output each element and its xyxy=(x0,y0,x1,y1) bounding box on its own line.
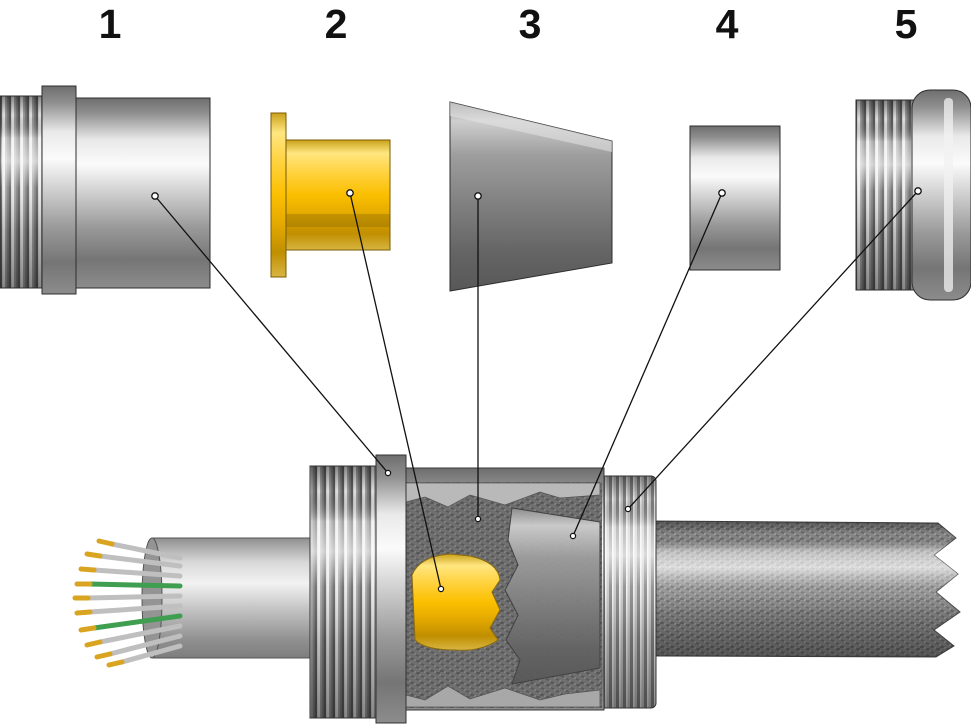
leader-line-5 xyxy=(627,190,919,510)
stripped-wires xyxy=(72,538,183,668)
part5-cap xyxy=(911,89,971,301)
leader-dot-part-1 xyxy=(151,192,159,200)
wire-contact xyxy=(96,538,115,547)
wire-contact xyxy=(74,609,93,616)
part1-thread-shade xyxy=(0,95,47,289)
wire xyxy=(107,633,183,657)
leader-target-2 xyxy=(437,585,445,593)
leader-dots xyxy=(151,187,922,593)
wire-contact xyxy=(84,639,103,648)
cutaway-top-shell xyxy=(405,482,601,508)
part1-body xyxy=(75,97,211,289)
leader-target-3 xyxy=(474,515,482,523)
leader-target-4 xyxy=(569,532,577,540)
wire-contact xyxy=(78,625,97,633)
part2-shadow-band xyxy=(286,214,390,227)
leader-lines xyxy=(154,190,919,590)
wire-contact xyxy=(84,551,103,559)
part-5-coupling-nut xyxy=(855,89,971,301)
part1-flange xyxy=(41,85,77,295)
wire-contact xyxy=(78,566,97,573)
leader-target-5 xyxy=(624,505,632,513)
leader-dot-part-4 xyxy=(718,189,726,197)
leader-dot-part-5 xyxy=(914,187,922,195)
assembled-thread-section xyxy=(309,454,407,724)
part-3-cone-insert xyxy=(449,101,613,292)
gland-body-cutaway xyxy=(397,467,605,711)
wire-contact xyxy=(94,651,113,660)
part-4-clamp-ring xyxy=(689,125,781,271)
wire xyxy=(97,623,183,645)
part5-cap-highlight xyxy=(944,98,953,292)
label-part-5: 5 xyxy=(895,1,918,47)
label-part-2: 2 xyxy=(325,1,348,47)
label-part-3: 3 xyxy=(519,1,542,47)
wire xyxy=(97,553,183,569)
wire xyxy=(119,643,183,665)
wire xyxy=(109,541,183,561)
wire xyxy=(85,593,183,601)
part-2-yellow-bushing xyxy=(270,112,391,278)
cutaway-yellow-ferrule xyxy=(411,553,501,651)
part-1-connector-body xyxy=(0,85,211,295)
cutaway-cone-insert xyxy=(504,507,601,685)
wire-contact xyxy=(106,659,125,668)
wire xyxy=(91,567,183,579)
assembled-flange xyxy=(375,454,407,724)
wire-green xyxy=(91,613,183,631)
label-part-1: 1 xyxy=(99,1,122,47)
part4-ring xyxy=(689,125,781,271)
label-part-4: 4 xyxy=(716,1,739,47)
part2-body xyxy=(285,139,391,251)
braided-cable xyxy=(651,520,961,658)
wire xyxy=(87,603,183,615)
wire-green xyxy=(87,581,183,589)
assembled-threads-shade xyxy=(309,465,379,719)
part2-flange xyxy=(270,112,287,278)
leader-dot-part-2 xyxy=(346,189,354,197)
leader-target-1 xyxy=(384,469,392,477)
knurled-ring xyxy=(597,475,657,709)
part-labels: 1 2 3 4 5 xyxy=(99,1,918,47)
assembled-cable xyxy=(72,454,961,724)
leader-line-4 xyxy=(572,192,723,537)
leader-dot-part-3 xyxy=(474,192,482,200)
part3-top-highlight xyxy=(450,102,612,152)
cutaway-bottom-shell xyxy=(405,685,601,708)
braid-shade xyxy=(652,521,960,657)
leader-line-2 xyxy=(349,192,442,590)
leader-line-1 xyxy=(154,195,389,474)
